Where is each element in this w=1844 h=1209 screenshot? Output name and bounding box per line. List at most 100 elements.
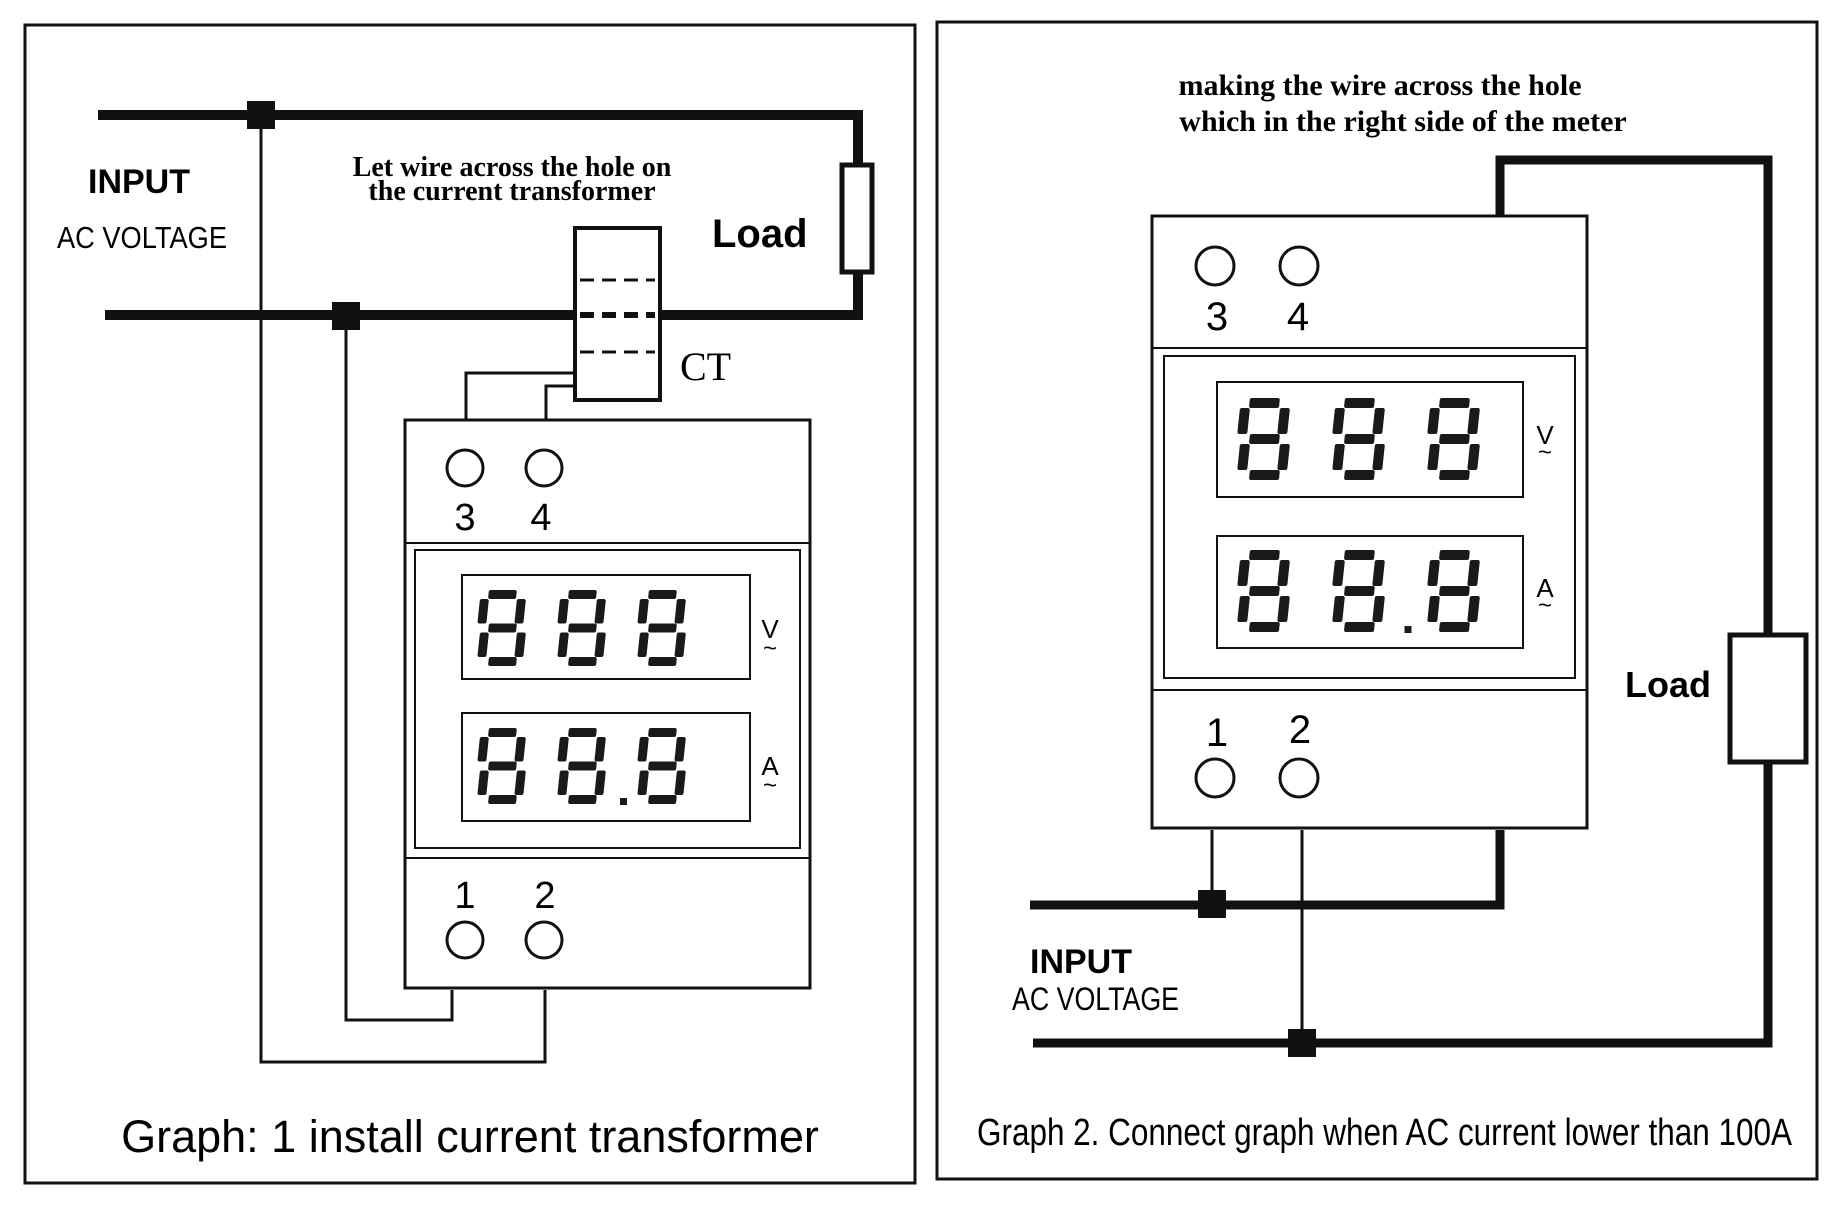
- graph-2-terminal-3-label: 3: [1206, 295, 1228, 339]
- segment-b: [1372, 408, 1385, 434]
- segment-d: [488, 657, 517, 666]
- graph-1-current-digits: [477, 728, 686, 805]
- segment-e: [557, 770, 569, 795]
- segment-f: [1427, 560, 1440, 586]
- segment-g: [1249, 586, 1280, 596]
- segment-b: [1467, 560, 1480, 586]
- graph-2-input-label: INPUT: [1030, 943, 1132, 981]
- graph-2-bottom-wire: [1033, 762, 1773, 1048]
- segment-a: [648, 590, 677, 599]
- segment-a: [1439, 550, 1470, 560]
- segment-e: [477, 770, 489, 795]
- graph-2-voltage-label: AC VOLTAGE: [1012, 981, 1179, 1017]
- segment-g: [488, 623, 517, 633]
- segment-g: [648, 761, 677, 771]
- graph-1-junction-bottom: [332, 302, 360, 330]
- segment-e: [1427, 444, 1440, 470]
- segment-e: [637, 770, 649, 795]
- segment-d: [1344, 470, 1375, 480]
- segment-b: [594, 737, 606, 762]
- segment-e: [1332, 596, 1345, 622]
- segment-g: [648, 623, 677, 633]
- segment-e: [1427, 596, 1440, 622]
- graph-1-terminal-2-hole: [524, 920, 564, 960]
- segment-g: [1344, 434, 1375, 444]
- segment-b: [674, 599, 686, 624]
- segment-f: [557, 599, 569, 624]
- graph-2-terminal-2-hole: [1278, 757, 1320, 799]
- graph-2-volt-unit: V ~: [1536, 420, 1554, 466]
- segment-g: [1439, 586, 1470, 596]
- svg-text:~: ~: [763, 772, 777, 799]
- graph-2-panel: making the wire across the hole which in…: [935, 20, 1819, 1181]
- graph-1-voltage-digits: [477, 590, 686, 666]
- graph-2-junction-top: [1198, 890, 1226, 918]
- segment-f: [637, 599, 649, 624]
- segment-e: [637, 632, 649, 657]
- graph-2-load-label: Load: [1625, 664, 1711, 705]
- graph-1-top-wire: [98, 110, 863, 165]
- graph-1-display-bezel: [414, 549, 801, 849]
- seven-segment-digit: [637, 590, 686, 666]
- graph-1-wire-ct-b: [544, 384, 575, 420]
- graph-1-panel: INPUT AC VOLTAGE Let wire across the hol…: [23, 23, 917, 1185]
- seven-segment-digit: [477, 728, 526, 804]
- segment-c: [594, 770, 606, 795]
- segment-g: [568, 761, 597, 771]
- graph-2-voltage-digits: [1237, 398, 1480, 480]
- graph-1-terminal-4-hole: [524, 448, 564, 488]
- segment-a: [1249, 398, 1280, 408]
- graph-1-load-label: Load: [712, 212, 808, 256]
- graph-1-caption: Graph: 1 install current transformer: [121, 1111, 819, 1162]
- svg-text:~: ~: [1538, 439, 1552, 466]
- seven-segment-digit: [557, 590, 606, 666]
- segment-e: [557, 632, 569, 657]
- svg-text:~: ~: [1538, 592, 1552, 619]
- graph-2-load-resistor: [1727, 632, 1809, 765]
- segment-c: [674, 632, 686, 657]
- segment-f: [1332, 408, 1345, 434]
- graph-1-volt-unit: V ~: [761, 614, 779, 662]
- graph-2-terminal-4-label: 4: [1287, 295, 1309, 339]
- graph-1-amp-unit: A ~: [761, 751, 779, 799]
- graph-1-load-resistor: [839, 162, 875, 275]
- graph-1-meter-body: [403, 418, 812, 990]
- segment-g: [488, 761, 517, 771]
- graph-2-terminal-3-hole: [1194, 245, 1236, 287]
- svg-text:V: V: [1536, 420, 1554, 450]
- segment-c: [1277, 444, 1290, 470]
- graph-1-terminal-1-hole: [445, 920, 485, 960]
- seven-segment-digit: [1237, 550, 1290, 632]
- graph-2-amp-unit: A ~: [1536, 573, 1554, 619]
- graph-2-current-digits: [1237, 550, 1480, 633]
- decimal-point: [1404, 626, 1412, 633]
- segment-d: [648, 657, 677, 666]
- segment-g: [1439, 434, 1470, 444]
- segment-b: [1372, 560, 1385, 586]
- svg-text:A: A: [1536, 573, 1554, 603]
- graph-2-current-display: [1216, 535, 1524, 649]
- seven-segment-digit: [477, 590, 526, 666]
- graph-1-terminal-1-label: 1: [454, 875, 475, 917]
- graph-1-note-line-2: the current transformer: [368, 176, 655, 207]
- graph-1-wire-ct-a: [464, 371, 575, 420]
- graph-2-display-bezel: [1163, 355, 1576, 679]
- segment-a: [1344, 398, 1375, 408]
- svg-text:A: A: [761, 751, 779, 781]
- seven-segment-digit: [1427, 398, 1480, 480]
- segment-e: [1237, 444, 1250, 470]
- graph-1-current-display: [461, 712, 751, 822]
- segment-c: [514, 770, 526, 795]
- graph-1-frame: [23, 23, 917, 1185]
- seven-segment-digit: [637, 728, 686, 804]
- segment-f: [1427, 408, 1440, 434]
- segment-f: [1237, 560, 1250, 586]
- graph-1-terminal-3-label: 3: [454, 497, 475, 539]
- segment-a: [568, 728, 597, 737]
- segment-a: [1439, 398, 1470, 408]
- segment-d: [568, 657, 597, 666]
- segment-e: [477, 632, 489, 657]
- graph-1-ct-label: CT: [680, 344, 731, 389]
- graph-2-voltage-display: [1216, 381, 1524, 498]
